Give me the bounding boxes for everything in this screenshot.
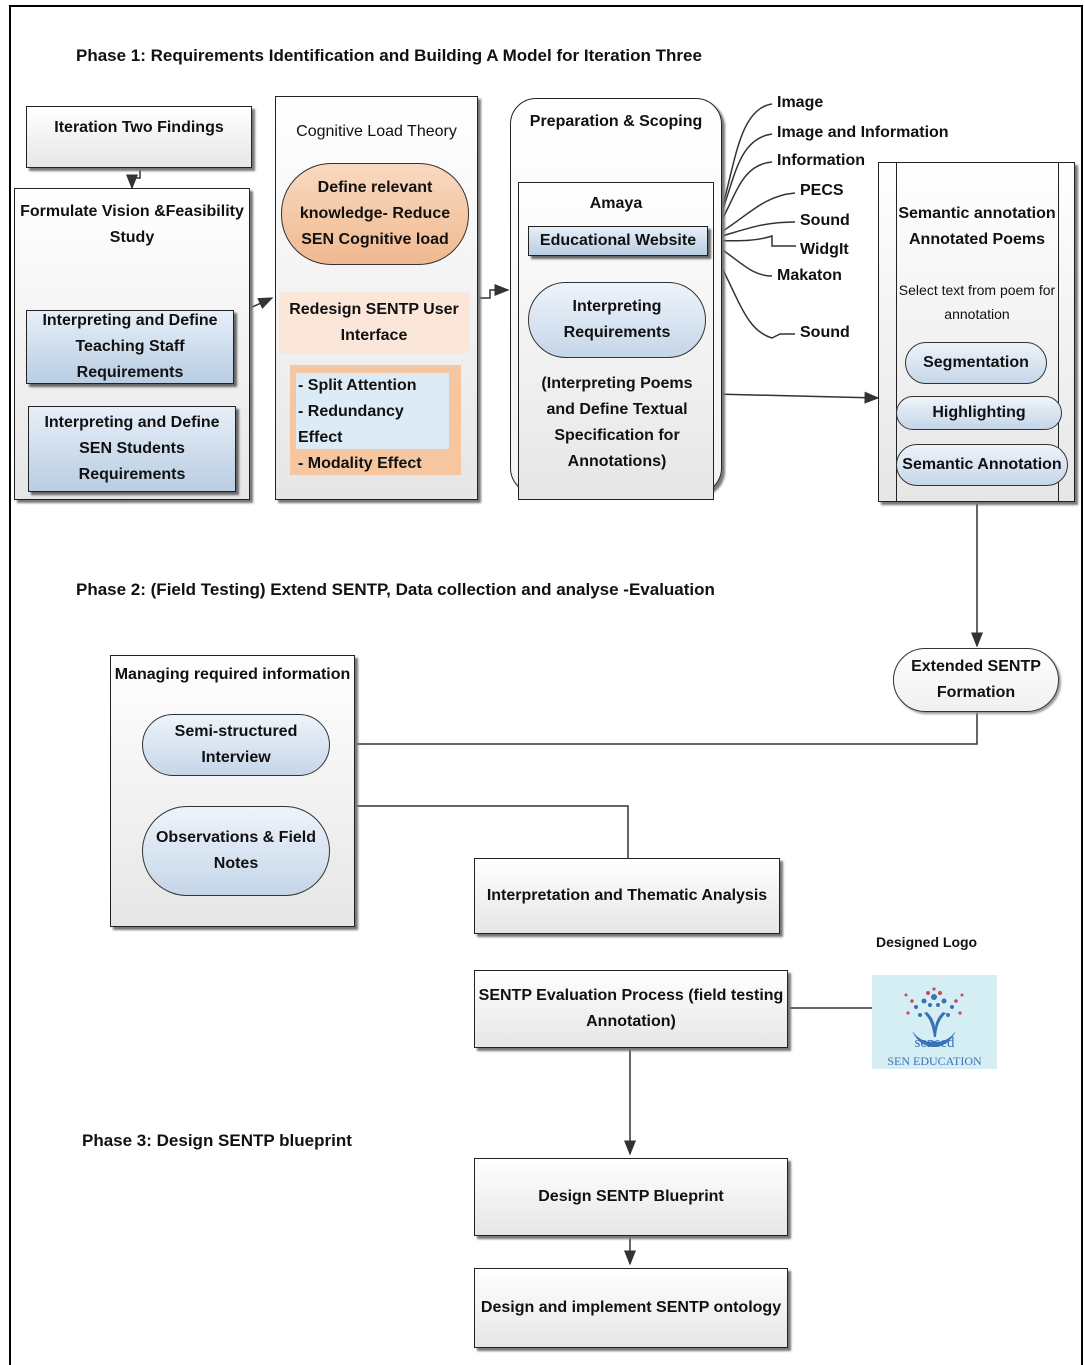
observations-field-notes: Observations & Field Notes: [142, 806, 330, 896]
iteration-two-findings-label: Iteration Two Findings: [54, 119, 224, 136]
designed-logo-caption: Designed Logo: [876, 934, 978, 950]
phase3-title: Phase 3: Design SENTP blueprint: [82, 1131, 352, 1150]
effect-redundancy: - Redundancy Effect: [298, 403, 404, 446]
media-information: Information: [777, 152, 865, 169]
media-sound: Sound: [800, 212, 850, 229]
logo-sub: SEN EDUCATION: [887, 1054, 982, 1068]
semantic-annotation-subtitle: Select text from poem for annotation: [898, 282, 1056, 322]
cognitive-load-theory-label: Cognitive Load Theory: [296, 123, 457, 140]
define-relevant-knowledge: Define relevant knowledge- Reduce SEN Co…: [281, 163, 469, 265]
extended-sentp-formation: Extended SENTP Formation: [893, 648, 1059, 712]
phase2-title: Phase 2: (Field Testing) Extend SENTP, D…: [76, 580, 715, 599]
interpreting-poems-label: (Interpreting Poems and Define Textual S…: [541, 375, 693, 470]
design-sentp-ontology: Design and implement SENTP ontology: [474, 1268, 788, 1348]
semantic-box-left-rule: [896, 162, 897, 502]
formulate-vision-label: Formulate Vision &Feasibility Study: [20, 203, 244, 246]
effects-list: - Split Attention - Redundancy Effect - …: [296, 373, 449, 472]
educational-website: Educational Website: [528, 226, 708, 256]
media-image: Image: [777, 94, 824, 111]
interpreting-requirements: Interpreting Requirements: [528, 282, 706, 358]
highlighting-node: Highlighting: [896, 396, 1062, 430]
amaya-label: Amaya: [589, 195, 643, 212]
media-pecs: PECS: [800, 182, 844, 199]
logo-word: sensed: [914, 1035, 955, 1051]
semi-structured-interview: Semi-structured Interview: [142, 714, 330, 776]
iteration-two-findings-box: Iteration Two Findings: [26, 106, 252, 168]
preparation-scoping-label: Preparation & Scoping: [529, 113, 703, 130]
managing-information-label: Managing required information: [114, 666, 351, 683]
sen-students-requirements: Interpreting and Define SEN Students Req…: [28, 406, 236, 492]
effect-split-attention: - Split Attention: [298, 377, 417, 394]
sentp-evaluation-process: SENTP Evaluation Process (field testing …: [474, 970, 788, 1048]
effect-modality: - Modality Effect: [298, 455, 422, 472]
media-makaton: Makaton: [777, 267, 842, 284]
sensed-logo: sensed SEN EDUCATION: [872, 975, 997, 1069]
teaching-staff-requirements: Interpreting and Define Teaching Staff R…: [26, 310, 234, 384]
media-sound-2: Sound: [800, 324, 850, 341]
semantic-annotation-node: Semantic Annotation: [896, 444, 1068, 486]
media-widgit: WidgIt: [800, 241, 849, 258]
design-sentp-blueprint: Design SENTP Blueprint: [474, 1158, 788, 1236]
effects-panel: - Split Attention - Redundancy Effect - …: [290, 365, 461, 475]
diagram-frame: [9, 5, 1083, 1365]
redesign-sentp-ui: Redesign SENTP User Interface: [279, 292, 469, 354]
media-image-and-information: Image and Information: [777, 124, 949, 141]
semantic-box-right-rule: [1058, 162, 1059, 502]
semantic-annotation-title: Semantic annotation Annotated Poems: [898, 205, 1056, 248]
sensed-tree-icon: [904, 987, 964, 1047]
phase1-title: Phase 1: Requirements Identification and…: [76, 46, 702, 65]
segmentation-node: Segmentation: [905, 342, 1047, 384]
thematic-analysis: Interpretation and Thematic Analysis: [474, 858, 780, 934]
